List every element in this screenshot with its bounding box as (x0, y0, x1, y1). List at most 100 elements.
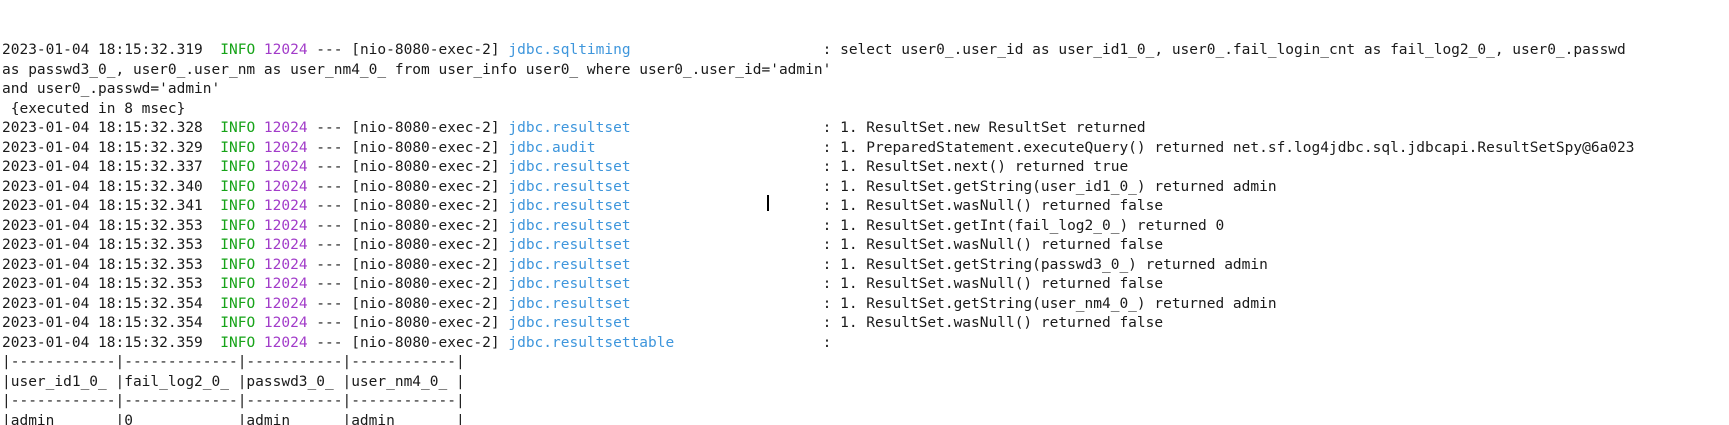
console-line: |user_id1_0_ |fail_log2_0_ |passwd3_0_ |… (2, 373, 1729, 393)
separator: --- (316, 295, 352, 312)
log-line: 2023-01-04 18:15:32.354 INFO 12024 --- [… (2, 295, 1729, 315)
log-line: 2023-01-04 18:15:32.328 INFO 12024 --- [… (2, 119, 1729, 139)
log-level: INFO (220, 42, 264, 58)
log-message: : (813, 334, 841, 351)
separator: --- (316, 256, 352, 273)
thread-name: [nio-8080-exec-2] (351, 295, 509, 312)
separator: --- (316, 198, 352, 214)
log-message: : 1. ResultSet.new ResultSet returned (813, 120, 1146, 136)
log-line: 2023-01-04 18:15:32.319 INFO 12024 --- [… (2, 41, 1729, 61)
log-level: INFO (220, 334, 264, 351)
log-lines: 2023-01-04 18:15:32.319 INFO 12024 --- [… (2, 41, 1729, 425)
process-id: 12024 (263, 256, 317, 273)
log-line: 2023-01-04 18:15:32.353 INFO 12024 --- [… (2, 217, 1729, 237)
separator: --- (316, 42, 352, 58)
separator: --- (316, 237, 352, 253)
thread-name: [nio-8080-exec-2] (351, 139, 509, 156)
process-id: 12024 (263, 139, 317, 156)
separator: --- (316, 178, 352, 195)
process-id: 12024 (263, 42, 317, 58)
log-message: : select user0_.user_id as user_id1_0_, … (813, 42, 1626, 58)
thread-name: [nio-8080-exec-2] (351, 276, 509, 292)
log-level: INFO (220, 315, 264, 331)
log-line: 2023-01-04 18:15:32.337 INFO 12024 --- [… (2, 158, 1729, 178)
thread-name: [nio-8080-exec-2] (351, 120, 509, 136)
log-message: : 1. ResultSet.getInt(fail_log2_0_) retu… (813, 217, 1225, 234)
logger-name: jdbc.resultsettable (508, 334, 814, 351)
console-line: as passwd3_0_, user0_.user_nm as user_nm… (2, 61, 1729, 81)
separator: --- (316, 334, 352, 351)
console-text: and user0_.passwd='admin' (2, 81, 221, 97)
log-message: : 1. ResultSet.next() returned true (813, 159, 1129, 175)
separator: --- (316, 217, 352, 234)
logger-name: jdbc.resultset (508, 198, 814, 214)
log-level: INFO (220, 295, 264, 312)
log-level: INFO (220, 217, 264, 234)
log-message: : 1. ResultSet.getString(user_nm4_0_) re… (813, 295, 1277, 312)
thread-name: [nio-8080-exec-2] (351, 256, 509, 273)
logger-name: jdbc.resultset (508, 217, 814, 234)
log-level: INFO (220, 198, 264, 214)
timestamp: 2023-01-04 18:15:32.340 (2, 178, 221, 195)
logger-name: jdbc.resultset (508, 237, 814, 253)
separator: --- (316, 315, 352, 331)
thread-name: [nio-8080-exec-2] (351, 178, 509, 195)
log-message: : 1. ResultSet.wasNull() returned false (813, 315, 1164, 331)
timestamp: 2023-01-04 18:15:32.337 (2, 159, 221, 175)
timestamp: 2023-01-04 18:15:32.353 (2, 276, 221, 292)
process-id: 12024 (263, 334, 317, 351)
timestamp: 2023-01-04 18:15:32.354 (2, 315, 221, 331)
log-level: INFO (220, 139, 264, 156)
log-line: 2023-01-04 18:15:32.329 INFO 12024 --- [… (2, 139, 1729, 159)
console-text: |admin |0 |admin |admin | (2, 412, 465, 425)
console-text: as passwd3_0_, user0_.user_nm as user_nm… (2, 61, 832, 78)
log-line: 2023-01-04 18:15:32.354 INFO 12024 --- [… (2, 314, 1729, 334)
separator: --- (316, 159, 352, 175)
timestamp: 2023-01-04 18:15:32.329 (2, 139, 221, 156)
log-message: : 1. ResultSet.getString(user_id1_0_) re… (813, 178, 1277, 195)
separator: --- (316, 139, 352, 156)
process-id: 12024 (263, 217, 317, 234)
logger-name: jdbc.resultset (508, 178, 814, 195)
thread-name: [nio-8080-exec-2] (351, 159, 509, 175)
timestamp: 2023-01-04 18:15:32.353 (2, 256, 221, 273)
log-line: 2023-01-04 18:15:32.341 INFO 12024 --- [… (2, 197, 1729, 217)
thread-name: [nio-8080-exec-2] (351, 315, 509, 331)
timestamp: 2023-01-04 18:15:32.353 (2, 237, 221, 253)
log-message: : 1. PreparedStatement.executeQuery() re… (813, 139, 1635, 156)
log-level: INFO (220, 276, 264, 292)
timestamp: 2023-01-04 18:15:32.353 (2, 217, 221, 234)
process-id: 12024 (263, 295, 317, 312)
logger-name: jdbc.audit (508, 139, 814, 156)
console-line: |------------|-------------|-----------|… (2, 392, 1729, 412)
log-level: INFO (220, 120, 264, 136)
timestamp: 2023-01-04 18:15:32.354 (2, 295, 221, 312)
log-level: INFO (220, 178, 264, 195)
logger-name: jdbc.resultset (508, 256, 814, 273)
console-line: |------------|-------------|-----------|… (2, 353, 1729, 373)
log-message: : 1. ResultSet.wasNull() returned false (813, 198, 1164, 214)
log-line: 2023-01-04 18:15:32.340 INFO 12024 --- [… (2, 178, 1729, 198)
console-line: {executed in 8 msec} (2, 100, 1729, 120)
log-level: INFO (220, 256, 264, 273)
log-message: : 1. ResultSet.getString(passwd3_0_) ret… (813, 256, 1268, 273)
process-id: 12024 (263, 120, 317, 136)
process-id: 12024 (263, 159, 317, 175)
console-text: |------------|-------------|-----------|… (2, 354, 465, 370)
log-line: 2023-01-04 18:15:32.353 INFO 12024 --- [… (2, 256, 1729, 276)
log-message: : 1. ResultSet.wasNull() returned false (813, 237, 1164, 253)
thread-name: [nio-8080-exec-2] (351, 217, 509, 234)
console-text: {executed in 8 msec} (2, 100, 186, 117)
timestamp: 2023-01-04 18:15:32.328 (2, 120, 221, 136)
process-id: 12024 (263, 198, 317, 214)
log-line: 2023-01-04 18:15:32.353 INFO 12024 --- [… (2, 275, 1729, 295)
logger-name: jdbc.resultset (508, 120, 814, 136)
log-line: 2023-01-04 18:15:32.359 INFO 12024 --- [… (2, 334, 1729, 354)
logger-name: jdbc.resultset (508, 159, 814, 175)
thread-name: [nio-8080-exec-2] (351, 198, 509, 214)
log-level: INFO (220, 237, 264, 253)
text-cursor (767, 195, 769, 211)
logger-name: jdbc.resultset (508, 295, 814, 312)
console-text: |------------|-------------|-----------|… (2, 393, 465, 409)
